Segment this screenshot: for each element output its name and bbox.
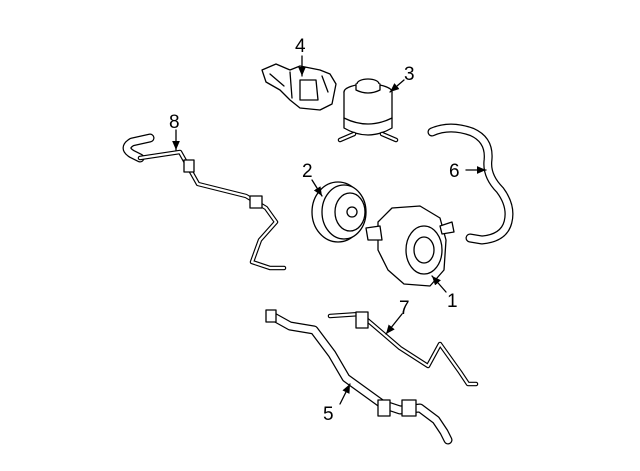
leader-lines: [172, 55, 487, 405]
callout-1[interactable]: 1: [447, 291, 458, 312]
pump-part[interactable]: [365, 205, 455, 287]
pressure-hose-part[interactable]: [265, 309, 453, 445]
cooler-line-part[interactable]: [122, 133, 287, 271]
bracket-part[interactable]: [261, 63, 337, 111]
callout-2[interactable]: 2: [302, 161, 313, 182]
callout-8[interactable]: 8: [169, 112, 180, 133]
reservoir-part[interactable]: [337, 78, 399, 143]
callout-4[interactable]: 4: [295, 36, 306, 57]
return-hose-part[interactable]: [427, 123, 514, 245]
callout-7[interactable]: 7: [399, 298, 410, 319]
return-line-part[interactable]: [327, 311, 479, 387]
callout-6[interactable]: 6: [449, 161, 460, 182]
pulley-part[interactable]: [311, 181, 367, 243]
callout-3[interactable]: 3: [404, 64, 415, 85]
callout-5[interactable]: 5: [323, 404, 334, 425]
